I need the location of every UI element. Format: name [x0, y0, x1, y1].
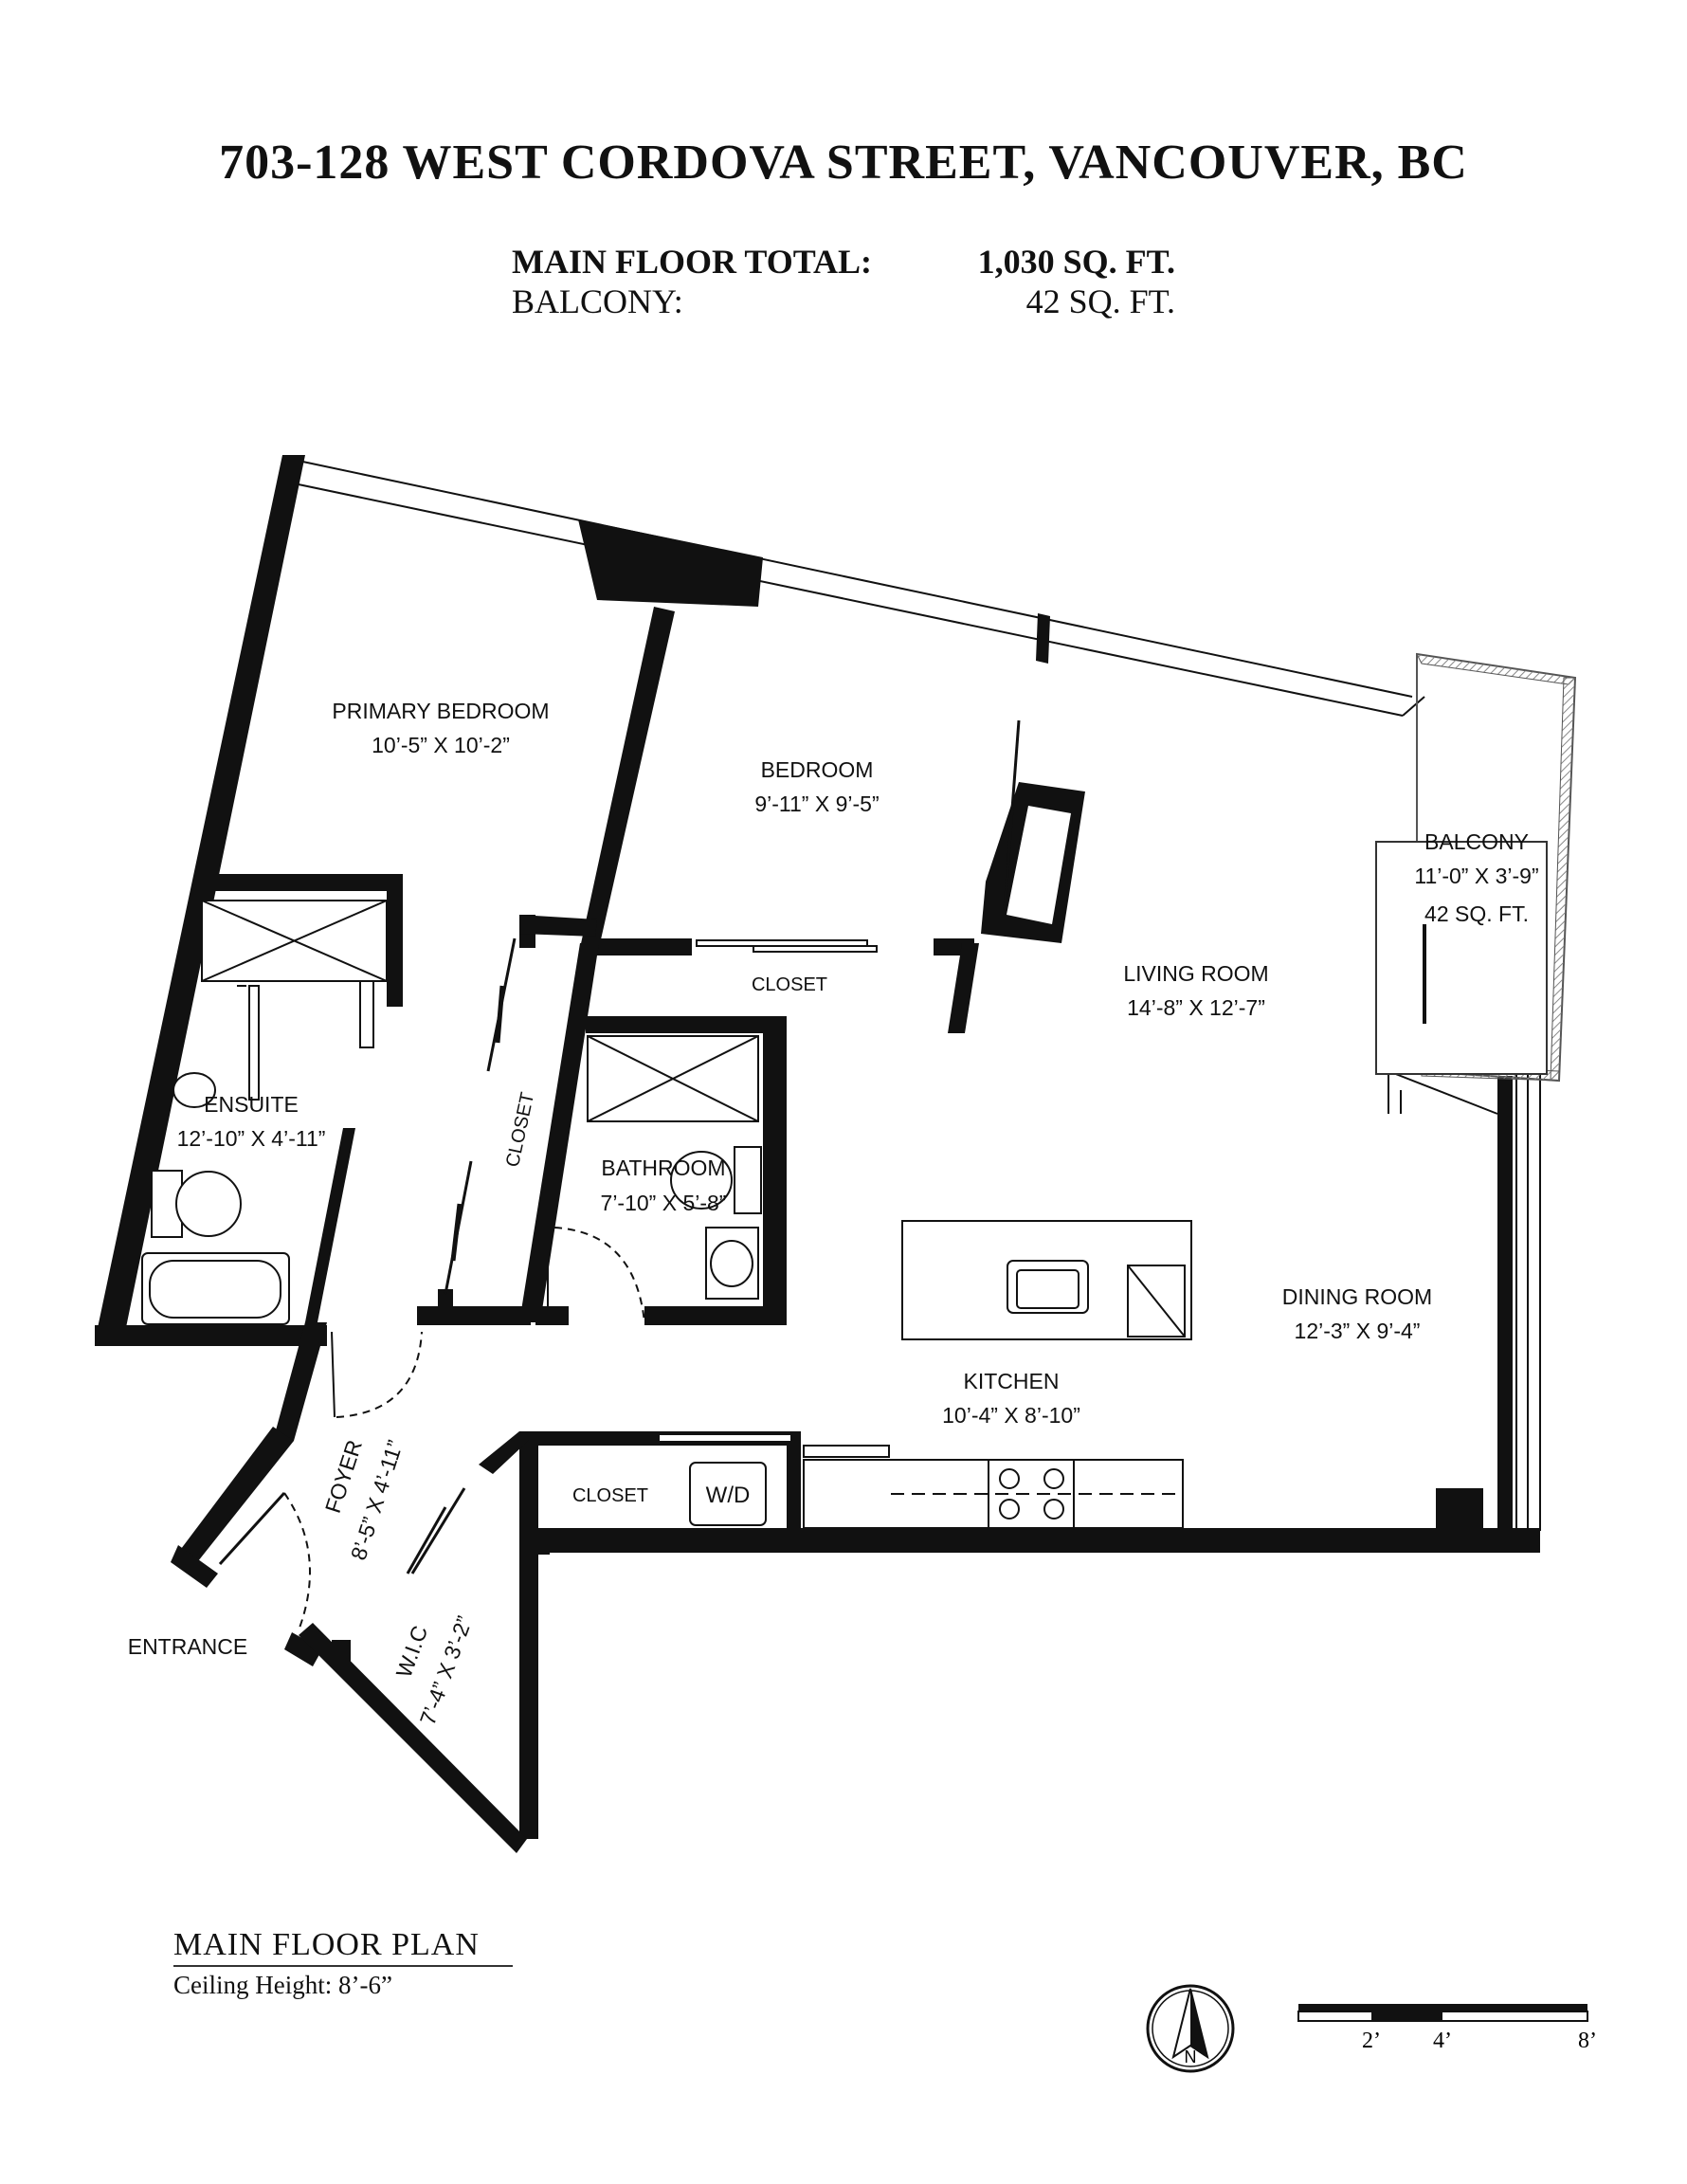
bathroom-fixtures [547, 1035, 762, 1323]
bedroom-label: BEDROOM [761, 757, 874, 782]
primary-closet-doors [444, 937, 517, 1295]
north-compass: N [1146, 1984, 1235, 2073]
dining-room-label: DINING ROOM [1282, 1284, 1432, 1309]
door-swings [218, 1331, 466, 1631]
scale-tick-2: 2’ [1362, 2029, 1381, 2053]
compass-n-label: N [1185, 2048, 1197, 2066]
main-floor-total-row: MAIN FLOOR TOTAL: 1,030 SQ. FT. [512, 242, 1175, 282]
entrance-label: ENTRANCE [128, 1634, 248, 1659]
scale-bar: 2’ 4’ 8’ [1297, 2004, 1597, 2053]
right-window [1388, 1070, 1541, 1531]
kitchen-island [901, 1220, 1192, 1340]
bedroom-dims: 9’-11” X 9’-5” [754, 792, 879, 816]
bathroom-label: BATHROOM [601, 1156, 725, 1180]
foyer-label: FOYER [320, 1437, 367, 1516]
dining-room-dims: 12’-3” X 9’-4” [1295, 1319, 1421, 1343]
kitchen-dims: 10’-4” X 8’-10” [942, 1403, 1080, 1428]
ensuite-fixtures [141, 900, 388, 1325]
ceiling-height: Ceiling Height: 8’-6” [173, 1971, 392, 1999]
main-floor-total-value: 1,030 SQ. FT. [977, 243, 1175, 281]
kitchen-counter [658, 1433, 1184, 1529]
balcony-area: 42 SQ. FT. [1424, 901, 1529, 926]
kitchen-label: KITCHEN [964, 1369, 1060, 1393]
fireplace [981, 719, 1085, 943]
primary-bedroom-dims: 10’-5” X 10’-2” [372, 733, 510, 757]
walls [95, 455, 1540, 1853]
washer-dryer-label: W/D [706, 1483, 751, 1508]
living-room-label: LIVING ROOM [1123, 961, 1268, 986]
foyer-closet-label: CLOSET [572, 1485, 648, 1506]
living-room-dims: 14’-8” X 12’-7” [1127, 995, 1265, 1020]
wic-label: W.I.C [391, 1622, 433, 1681]
area-totals: MAIN FLOOR TOTAL: 1,030 SQ. FT. BALCONY:… [512, 242, 1175, 321]
scale-tick-8: 8’ [1578, 2029, 1597, 2053]
scale-tick-4: 4’ [1433, 2029, 1452, 2053]
plan-name: MAIN FLOOR PLAN [173, 1927, 513, 1967]
bedroom-closet-doors [696, 939, 878, 953]
page-title: 703-128 WEST CORDOVA STREET, VANCOUVER, … [219, 136, 1468, 190]
balcony-dims: 11’-0” X 3’-9” [1414, 864, 1538, 888]
balcony-label: BALCONY [1424, 829, 1529, 854]
window-mullion [1036, 613, 1050, 664]
ensuite-label: ENSUITE [204, 1092, 299, 1117]
primary-bedroom-label: PRIMARY BEDROOM [332, 699, 549, 723]
window-wall [293, 459, 1425, 717]
column-top [578, 519, 763, 607]
plan-legend: MAIN FLOOR PLAN Ceiling Height: 8’-6” [173, 1927, 513, 2000]
bathroom-dims: 7’-10” X 5’-8” [601, 1191, 727, 1215]
balcony [1375, 652, 1577, 1083]
main-floor-total-label: MAIN FLOOR TOTAL: [512, 243, 873, 281]
bedroom-closet-label: CLOSET [752, 974, 827, 995]
ensuite-dims: 12’-10” X 4’-11” [177, 1126, 326, 1151]
balcony-total-label: BALCONY: [512, 282, 683, 320]
balcony-total-value: 42 SQ. FT. [1025, 282, 1175, 320]
balcony-total-row: BALCONY: 42 SQ. FT. [512, 282, 1175, 321]
primary-closet-label: CLOSET [502, 1090, 538, 1169]
washer-dryer [689, 1462, 767, 1526]
